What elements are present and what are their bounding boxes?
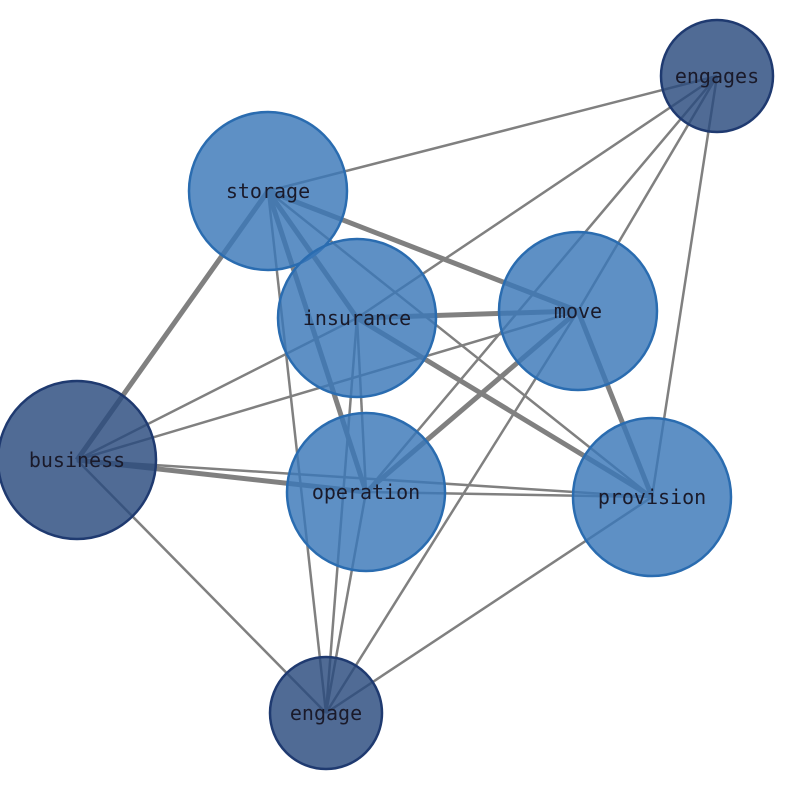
- node-circle[interactable]: [659, 18, 775, 134]
- nodes-layer: engages storage insurance move business opera…: [0, 18, 775, 771]
- node-label: provision: [598, 485, 706, 509]
- node-engage[interactable]: engage: [268, 655, 384, 771]
- node-move[interactable]: move: [497, 230, 659, 392]
- node-label: insurance: [303, 306, 411, 330]
- node-label: move: [554, 299, 602, 323]
- node-insurance[interactable]: insurance: [276, 237, 438, 399]
- edges-layer: [74, 74, 719, 715]
- node-label: engages: [675, 64, 759, 88]
- node-label: business: [29, 448, 125, 472]
- node-engages[interactable]: engages: [659, 18, 775, 134]
- node-business[interactable]: business: [0, 379, 158, 541]
- node-label: engage: [290, 701, 362, 725]
- node-circle[interactable]: [268, 655, 384, 771]
- node-storage[interactable]: storage: [187, 110, 349, 272]
- node-label: storage: [226, 179, 310, 203]
- node-label: operation: [312, 480, 420, 504]
- node-provision[interactable]: provision: [571, 416, 733, 578]
- node-circle[interactable]: [187, 110, 349, 272]
- node-circle[interactable]: [571, 416, 733, 578]
- node-operation[interactable]: operation: [285, 411, 447, 573]
- node-circle[interactable]: [285, 411, 447, 573]
- node-circle[interactable]: [276, 237, 438, 399]
- node-circle[interactable]: [497, 230, 659, 392]
- node-circle[interactable]: [0, 379, 158, 541]
